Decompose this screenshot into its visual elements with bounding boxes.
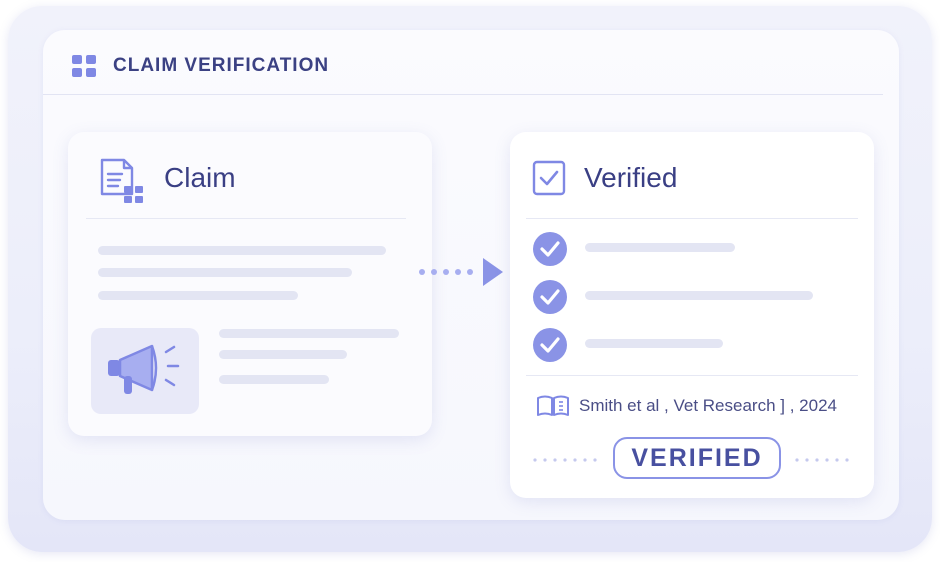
claim-text-line [98, 268, 352, 277]
page-title: CLAIM VERIFICATION [113, 55, 330, 76]
verified-text-line [585, 243, 735, 252]
citation-divider [526, 375, 858, 376]
arrow-right-icon [419, 258, 503, 286]
verified-badge: VERIFIED [613, 437, 781, 479]
claim-text-line [98, 291, 298, 300]
dotted-line [795, 458, 849, 462]
verified-title: Verified [584, 162, 678, 193]
verified-text-line [585, 339, 723, 348]
verified-text-line [585, 291, 813, 300]
document-grid-icon [100, 158, 143, 203]
media-text-line [219, 329, 399, 338]
check-circle-icon [533, 280, 567, 314]
check-circle-icon [533, 232, 567, 266]
book-icon [537, 395, 569, 416]
grid-icon [72, 55, 96, 77]
media-text-line [219, 350, 347, 359]
media-text-line [219, 375, 329, 384]
claim-text-line [98, 246, 386, 255]
header-divider [43, 94, 883, 95]
verified-divider [526, 218, 858, 219]
check-circle-icon [533, 328, 567, 362]
dotted-line [533, 458, 597, 462]
claim-divider [86, 218, 406, 219]
checkbox-icon [532, 160, 566, 196]
citation-text: Smith et al , Vet Research ] , 2024 [579, 396, 837, 415]
claim-title: Claim [164, 162, 236, 193]
megaphone-icon [108, 344, 180, 394]
